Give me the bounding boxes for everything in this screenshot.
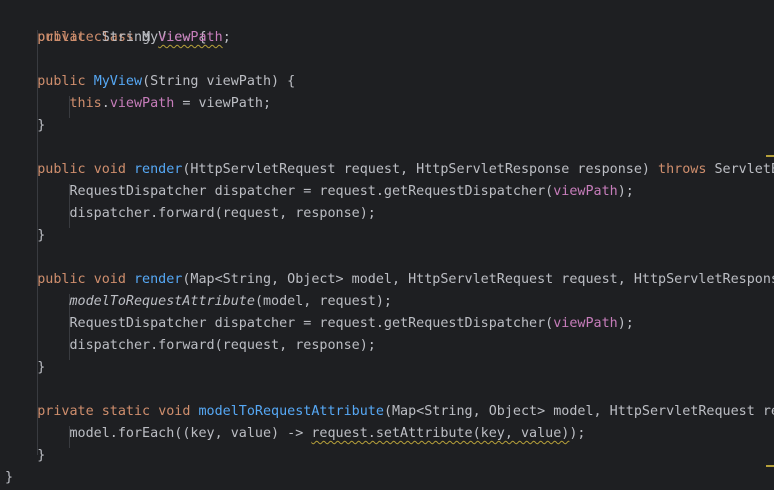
call-args: (model, request);: [254, 294, 392, 309]
open-brace: {: [198, 30, 207, 45]
keyword-void: void: [93, 162, 126, 177]
keyword-public: public: [37, 74, 86, 89]
code-line-1[interactable]: public class MyView {: [5, 5, 206, 45]
indent-guide: [69, 96, 70, 118]
keyword-this: this: [69, 96, 102, 111]
indent-guide: [37, 30, 38, 455]
statement: RequestDispatcher dispatcher = request.g…: [69, 184, 554, 199]
code-line-4[interactable]: public MyView(String viewPath) {: [5, 71, 295, 93]
keyword-private: private: [37, 30, 94, 45]
code-line-16[interactable]: dispatcher.forward(request, response);: [5, 335, 376, 357]
indent-guide: [69, 426, 70, 448]
class-name: MyView: [142, 30, 191, 45]
static-method-call: modelToRequestAttribute: [69, 294, 255, 309]
code-line-8[interactable]: public void render(HttpServletRequest re…: [5, 159, 774, 181]
keyword-void: void: [158, 404, 191, 419]
method-name-model-to-request-attribute: modelToRequestAttribute: [198, 404, 384, 419]
close-brace: }: [37, 118, 46, 133]
close-brace: }: [37, 448, 46, 463]
close-brace: }: [37, 360, 46, 375]
indent-guide: [69, 294, 70, 360]
close-brace: }: [5, 470, 14, 485]
assignment: = viewPath;: [174, 96, 272, 111]
dot: .: [101, 96, 110, 111]
constructor-params: (String viewPath) {: [142, 74, 296, 89]
indent-guide: [69, 184, 70, 228]
code-line-20[interactable]: model.forEach((key, value) -> request.se…: [5, 423, 586, 445]
type-string: String: [101, 30, 151, 45]
statement: model.forEach((key, value) ->: [69, 426, 312, 441]
method-params: (Map<String, Object> model, HttpServletR…: [182, 272, 774, 287]
semicolon: ;: [222, 30, 231, 45]
code-line-15[interactable]: RequestDispatcher dispatcher = request.g…: [5, 313, 634, 335]
code-line-19[interactable]: private static void modelToRequestAttrib…: [5, 401, 774, 423]
statement-end: );: [569, 426, 586, 441]
code-line-10[interactable]: dispatcher.forward(request, response);: [5, 203, 376, 225]
warning-highlight[interactable]: request.setAttribute(key, value): [311, 426, 570, 441]
close-brace: }: [37, 228, 46, 243]
field-viewpath: viewPath: [109, 96, 175, 111]
method-name-render: render: [134, 162, 183, 177]
warning-marker[interactable]: [766, 465, 774, 467]
statement: RequestDispatcher dispatcher = request.g…: [69, 316, 554, 331]
code-line-9[interactable]: RequestDispatcher dispatcher = request.g…: [5, 181, 634, 203]
method-params: (HttpServletRequest request, HttpServlet…: [182, 162, 650, 177]
keyword-static: static: [101, 404, 151, 419]
code-line-14[interactable]: modelToRequestAttribute(model, request);: [5, 291, 393, 313]
exception-type: ServletE: [714, 162, 774, 177]
statement-end: );: [617, 184, 634, 199]
keyword-public: public: [37, 272, 86, 287]
statement-end: );: [617, 316, 634, 331]
statement: dispatcher.forward(request, response);: [69, 206, 376, 221]
keyword-public: public: [37, 30, 86, 45]
warning-marker[interactable]: [766, 155, 774, 157]
keyword-void: void: [93, 272, 126, 287]
code-line-22[interactable]: }: [5, 467, 13, 489]
field-viewpath: viewPath: [553, 316, 618, 331]
code-line-13[interactable]: public void render(Map<String, Object> m…: [5, 269, 774, 291]
method-params: (Map<String, Object> model, HttpServletR…: [383, 404, 774, 419]
code-line-6[interactable]: }: [5, 115, 45, 137]
code-line-17[interactable]: }: [5, 357, 45, 379]
field-viewpath: viewPath: [553, 184, 618, 199]
keyword-private: private: [37, 404, 94, 419]
keyword-class: class: [93, 30, 134, 45]
code-line-21[interactable]: }: [5, 445, 45, 467]
keyword-public: public: [37, 162, 86, 177]
code-line-2[interactable]: private String viewPath;: [5, 27, 231, 49]
method-name-render: render: [134, 272, 183, 287]
field-viewpath: viewPath: [158, 30, 223, 45]
keyword-throws: throws: [658, 162, 707, 177]
code-line-5[interactable]: this.viewPath = viewPath;: [5, 93, 272, 115]
code-line-11[interactable]: }: [5, 225, 45, 247]
constructor-name: MyView: [93, 74, 143, 89]
statement: dispatcher.forward(request, response);: [69, 338, 376, 353]
